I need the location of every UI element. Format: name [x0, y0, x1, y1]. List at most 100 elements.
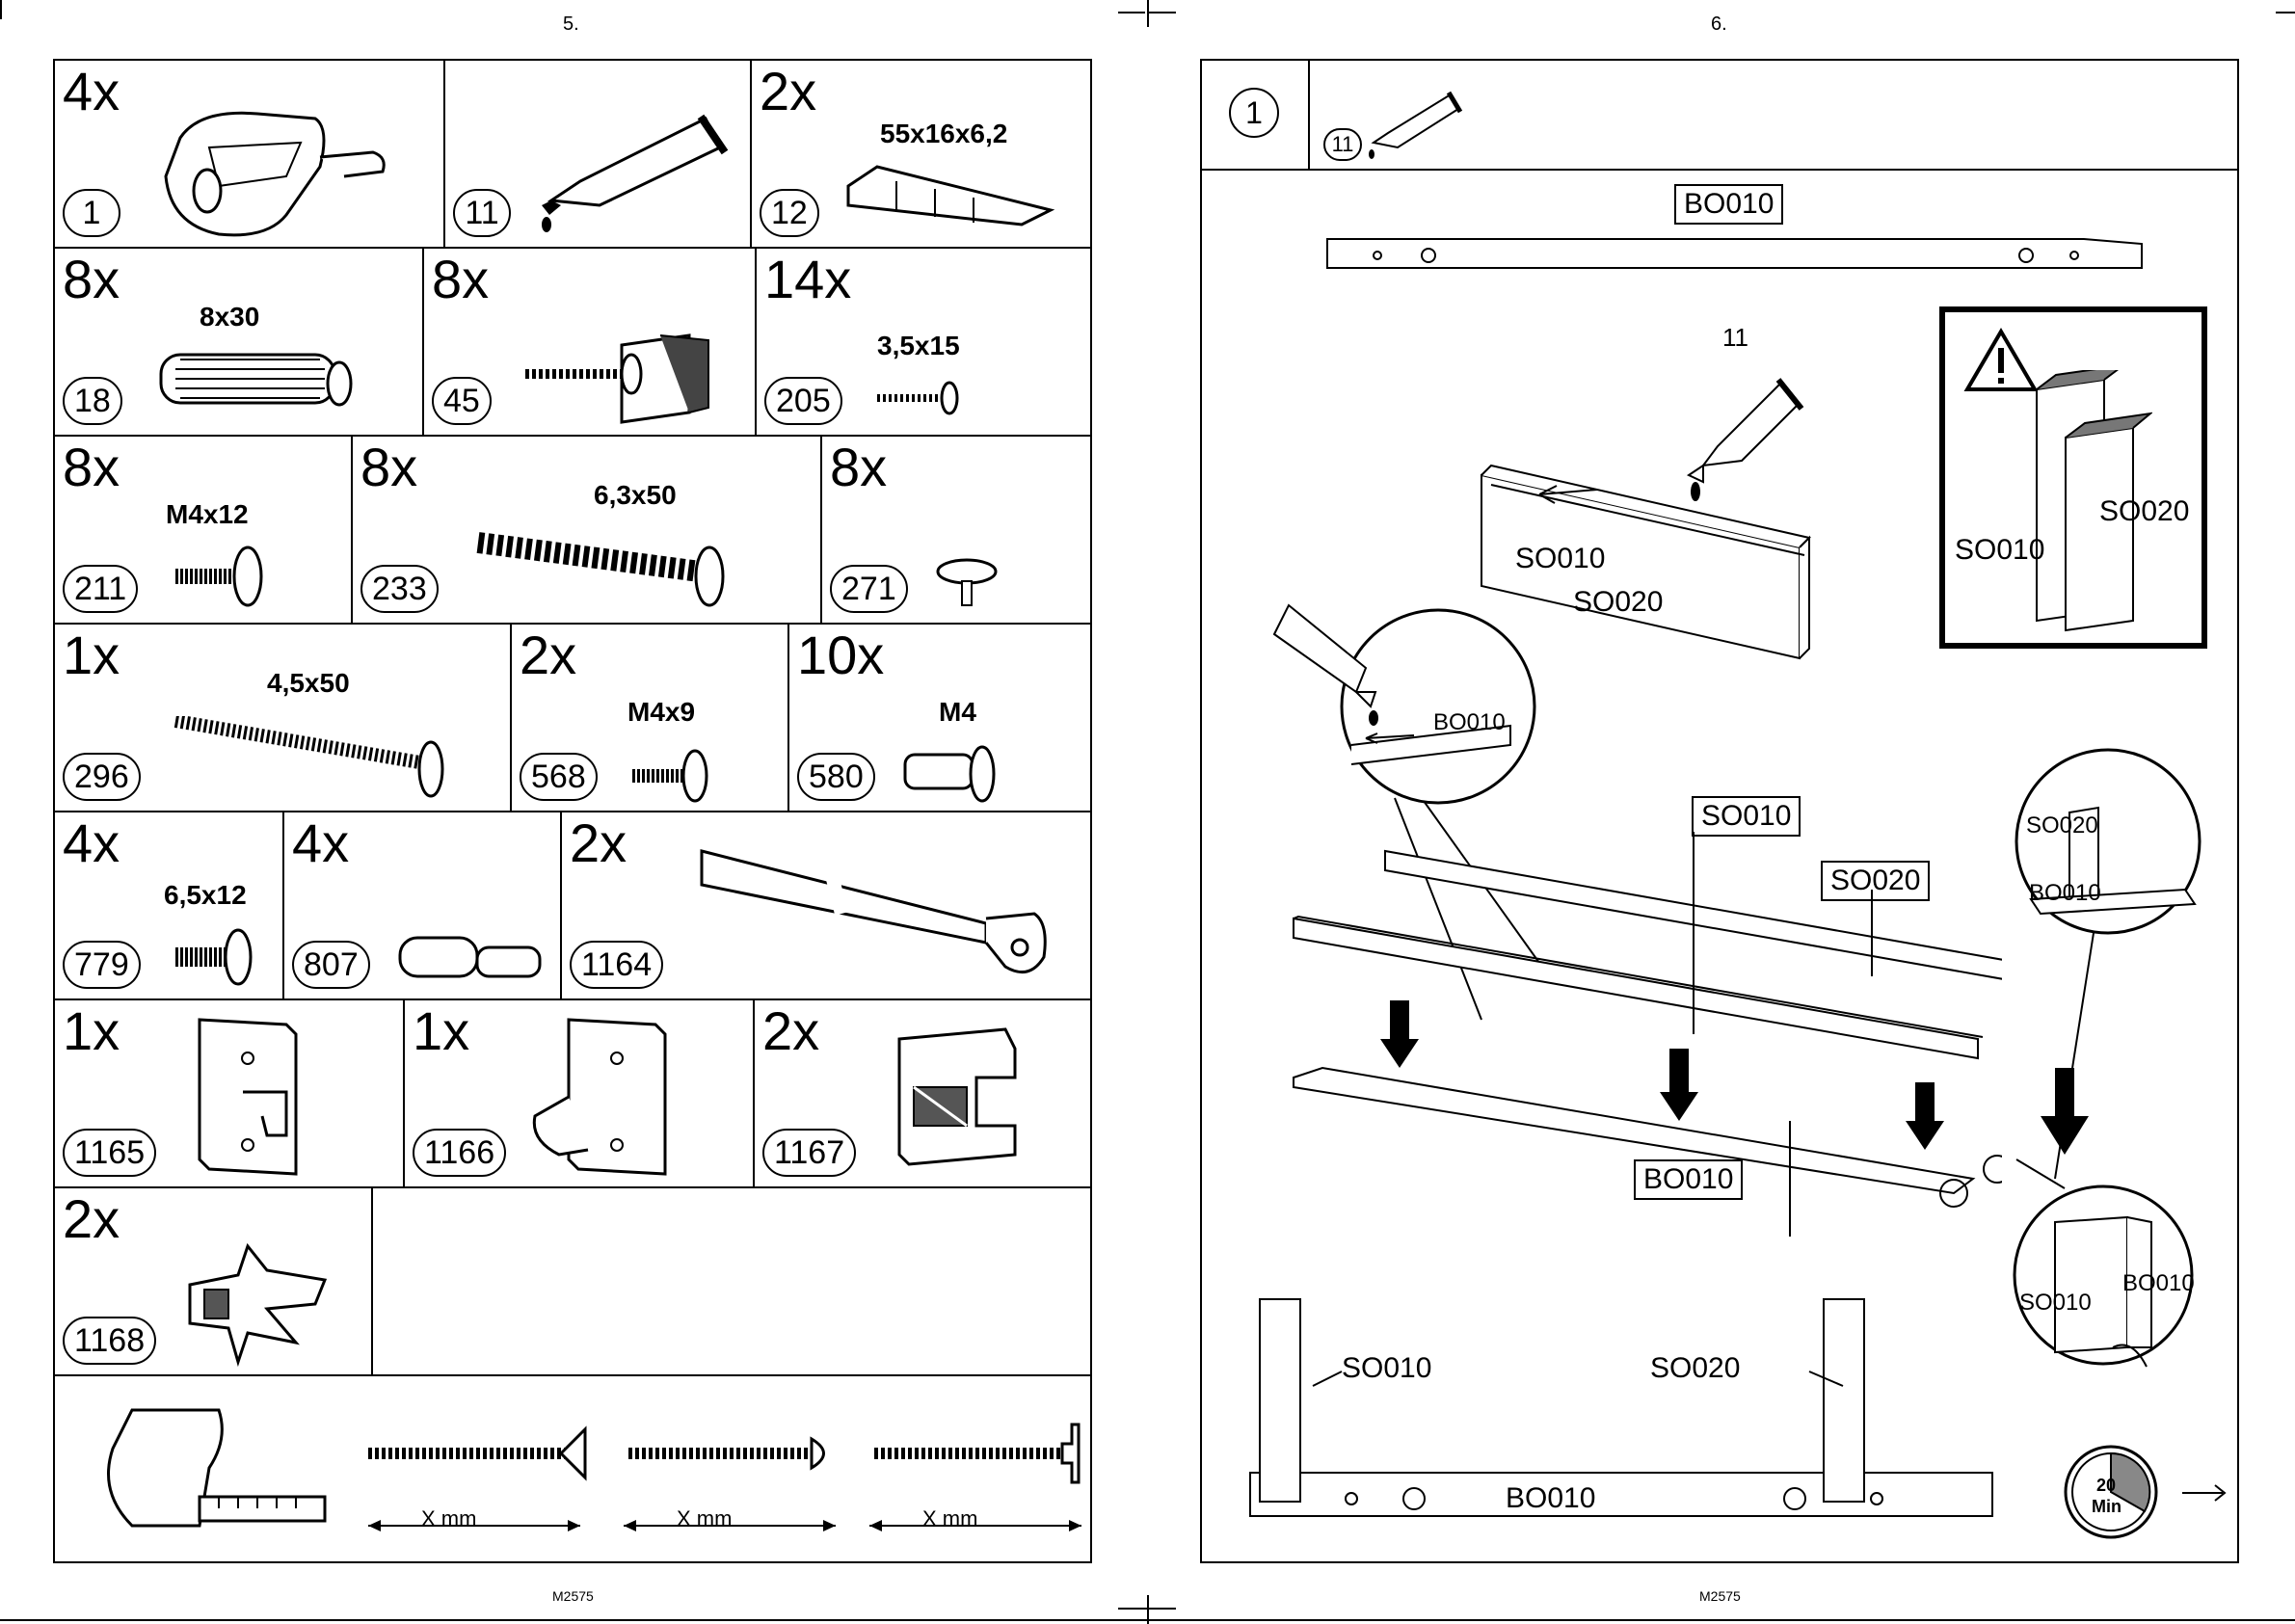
part-qty: 10x	[797, 625, 885, 685]
glue-tube-icon	[1369, 91, 1463, 159]
joint-illustration	[2036, 370, 2152, 632]
part-qty: 8x	[432, 249, 490, 309]
parts-grid: 4x 1 11 2x 55x16x6,2 12	[53, 59, 1092, 1563]
assembly-illustration	[1293, 832, 2002, 1237]
side-label: SO010	[1515, 543, 1606, 574]
part-qty: 2x	[762, 1000, 820, 1061]
countersunk-screw-icon	[368, 1425, 587, 1481]
connector-screw-icon	[476, 532, 725, 607]
callout-label: SO020	[1821, 861, 1931, 901]
zoom-label: SO010	[2019, 1290, 2092, 1316]
part-qty: 2x	[570, 812, 627, 873]
part-cell: 2x 55x16x6,2 12	[752, 61, 1094, 247]
holder-block-icon	[897, 1027, 1017, 1166]
part-number: 233	[360, 565, 439, 613]
part-qty: 8x	[830, 437, 888, 497]
part-qty: 4x	[63, 812, 120, 873]
round-head-screw-icon	[628, 1436, 825, 1471]
part-dimension: 55x16x6,2	[880, 119, 1008, 148]
part-number: 1165	[63, 1129, 157, 1177]
part-number: 12	[760, 189, 819, 237]
zoom-label: SO020	[2026, 812, 2098, 839]
step-part-badge: 11	[1323, 128, 1362, 161]
part-qty: 2x	[760, 61, 817, 121]
part-cell: 1x 1165	[55, 1000, 405, 1186]
part-cell: 8x 45	[424, 249, 757, 435]
zoom-circle-left	[1340, 608, 1550, 1021]
part-cell: 8x M4x12 211	[55, 437, 353, 623]
warning-icon	[1963, 328, 2039, 391]
zoom-label: BO010	[2029, 880, 2101, 906]
wood-screw-icon	[173, 716, 444, 798]
crop-mark	[1118, 12, 1145, 13]
part-number: 45	[432, 377, 492, 425]
part-number: 580	[797, 753, 875, 801]
part-cell: 8x 6,3x50 233	[353, 437, 822, 623]
part-number: 205	[764, 377, 842, 425]
dimension-arrow	[368, 1520, 580, 1531]
crop-mark	[1118, 1608, 1176, 1610]
zoom-label: BO010	[2122, 1270, 2195, 1296]
parts-row: 1x 1165 1x 1166 2x 1167	[55, 1000, 1090, 1188]
parts-row: 1x 4,5x50 296 2x M4x9 568 10x M4 580	[55, 625, 1090, 812]
part-qty: 4x	[63, 61, 120, 121]
part-cell: 10x M4 580	[789, 625, 1094, 811]
timer-unit: Min	[2092, 1497, 2122, 1516]
part-number: 1167	[762, 1129, 857, 1177]
part-cell: 4x 6,5x12 779	[55, 812, 284, 998]
page-number-right: 6.	[1711, 13, 1727, 35]
strap-icon	[700, 849, 1047, 974]
part-number: 18	[63, 377, 122, 425]
side-label: SO020	[1573, 586, 1664, 618]
hanger-bracket-icon	[198, 1018, 298, 1176]
zoom-label: BO010	[1433, 709, 1506, 735]
part-number: 568	[520, 753, 598, 801]
part-number: 1164	[570, 941, 664, 989]
step-header: 1 11	[1202, 61, 2237, 171]
dimension-arrow	[869, 1520, 1081, 1531]
bolt-icon	[175, 546, 263, 607]
warning-box: SO010 SO020	[1939, 306, 2207, 649]
parts-row: 4x 1 11 2x 55x16x6,2 12	[55, 61, 1090, 249]
part-qty: 14x	[764, 249, 852, 309]
part-qty: 2x	[520, 625, 577, 685]
crop-mark	[1147, 0, 1149, 27]
part-number: 807	[292, 941, 370, 989]
part-number: 211	[63, 565, 139, 613]
clip-icon	[164, 111, 386, 237]
part-number: 1166	[413, 1129, 507, 1177]
part-number: 779	[63, 941, 141, 989]
part-cell: 2x 1167	[755, 1000, 1094, 1186]
board-illustration	[1326, 238, 2143, 269]
step-number-cell: 1	[1202, 61, 1310, 169]
glue-tube-icon	[1272, 603, 1378, 726]
parts-row: 2x 1168	[55, 1188, 1090, 1376]
parts-row: 4x 6,5x12 779 4x 807 2x 1164	[55, 812, 1090, 1000]
part-qty: 1x	[63, 1000, 120, 1061]
part-cell: 4x 1	[55, 61, 445, 247]
part-qty: 8x	[360, 437, 418, 497]
part-qty: 8x	[63, 249, 120, 309]
part-dimension: 6,5x12	[164, 880, 247, 910]
part-dimension: 8x30	[200, 302, 260, 332]
bottom-label: SO020	[1650, 1352, 1741, 1384]
barrel-nut-icon	[903, 745, 996, 803]
callout-label: SO010	[1692, 796, 1801, 837]
glue-tube-icon	[542, 114, 729, 232]
callout-label: BO010	[1634, 1159, 1744, 1200]
part-qty: 8x	[63, 437, 120, 497]
latch-icon	[188, 1242, 328, 1368]
part-number: 271	[830, 565, 908, 613]
part-number: 11	[453, 189, 511, 237]
corner-bracket-icon	[525, 333, 709, 424]
glue-part-number: 11	[1722, 323, 1748, 352]
part-cell: 2x M4x9 568	[512, 625, 789, 811]
bottom-label: BO010	[1506, 1482, 1596, 1514]
part-dimension: M4	[939, 697, 976, 727]
screw-icon	[175, 928, 253, 986]
parts-row: 8x M4x12 211 8x 6,3x50 233 8x 271	[55, 437, 1090, 625]
bottom-label: SO010	[1342, 1352, 1432, 1384]
part-dimension: M4x9	[627, 697, 696, 727]
part-qty: 4x	[292, 812, 350, 873]
screw-icon	[877, 381, 959, 415]
